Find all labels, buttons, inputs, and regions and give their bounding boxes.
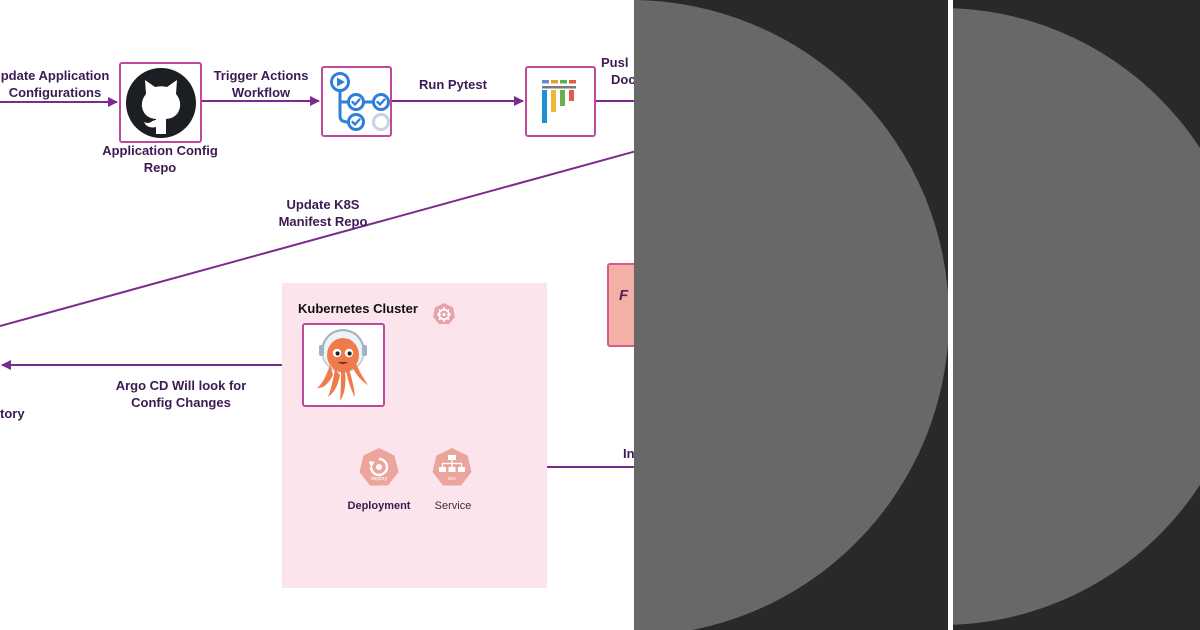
kubernetes-cluster-panel: Kubernetes Cluster <box>282 283 547 588</box>
label-deployment: Deployment <box>347 500 411 512</box>
label-app-config-repo: Application Config Repo <box>102 143 218 175</box>
deploy-icon-text: deploy <box>371 476 388 482</box>
github-actions-node[interactable] <box>321 66 392 137</box>
kubernetes-helm-icon <box>433 303 455 324</box>
github-octocat-icon <box>125 67 196 138</box>
label-run-pytest: Run Pytest <box>419 77 487 92</box>
label-update-app-config: pdate Application Configurations <box>0 68 110 100</box>
label-push-docker: Pusl Doc <box>601 55 636 87</box>
grey-circle-left <box>634 0 948 630</box>
github-actions-icon <box>330 72 390 131</box>
label-update-k8s: Update K8S Manifest Repo <box>278 197 368 229</box>
pytest-logo-icon <box>542 80 576 123</box>
fragment-box-text: F <box>619 287 629 304</box>
label-trigger-actions: Trigger Actions Workflow <box>213 68 309 100</box>
service-icon: svc <box>432 448 472 486</box>
grey-circle-right <box>953 8 1200 625</box>
github-repo-node[interactable] <box>119 62 202 143</box>
dark-panel-right <box>953 0 1200 630</box>
label-ingress: In <box>623 446 635 461</box>
dark-panel-left <box>634 0 948 630</box>
pytest-node[interactable] <box>525 66 596 137</box>
cluster-title: Kubernetes Cluster <box>298 301 418 316</box>
label-service: Service <box>434 500 472 512</box>
argo-cd-node[interactable] <box>302 323 385 407</box>
label-repository-fragment: tory <box>0 406 25 421</box>
deploy-icon: deploy <box>359 448 399 486</box>
edge-update-k8s <box>0 149 641 327</box>
label-argo-cd: Argo CD Will look for Config Changes <box>115 378 247 410</box>
argo-cd-octopus-icon <box>317 328 368 401</box>
svc-icon-text: svc <box>448 476 457 482</box>
panel-divider <box>948 0 953 630</box>
